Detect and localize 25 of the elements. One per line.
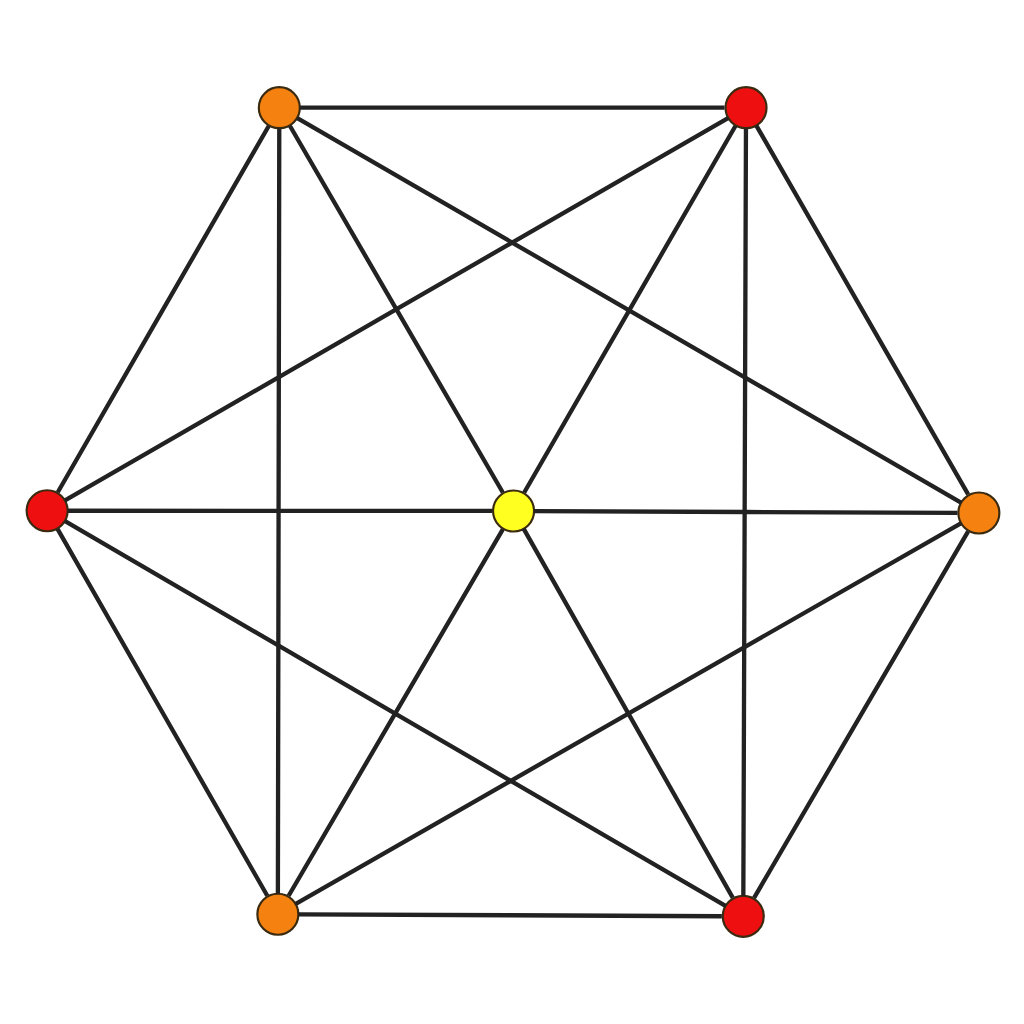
- node-circle: [491, 489, 535, 533]
- node-circle: [956, 491, 1000, 535]
- connector: [293, 521, 961, 906]
- connector: [62, 116, 729, 503]
- node-circle: [723, 86, 767, 130]
- connector: [297, 912, 721, 919]
- connector: [62, 519, 726, 908]
- connector: [285, 528, 504, 897]
- connector: [54, 528, 269, 897]
- node-circle: [256, 86, 300, 130]
- connector: [520, 527, 734, 899]
- connector: [740, 128, 748, 896]
- node-circle: [720, 894, 764, 938]
- connector: [751, 530, 969, 899]
- connector: [287, 124, 504, 494]
- connector: [295, 116, 962, 505]
- node-circle: [24, 489, 68, 533]
- connector: [54, 124, 270, 494]
- node-circle: [255, 892, 299, 936]
- connector: [274, 128, 281, 894]
- connector: [66, 508, 492, 514]
- connector: [533, 508, 957, 516]
- connector: [298, 105, 724, 110]
- connector: [753, 124, 970, 496]
- connector: [521, 124, 737, 494]
